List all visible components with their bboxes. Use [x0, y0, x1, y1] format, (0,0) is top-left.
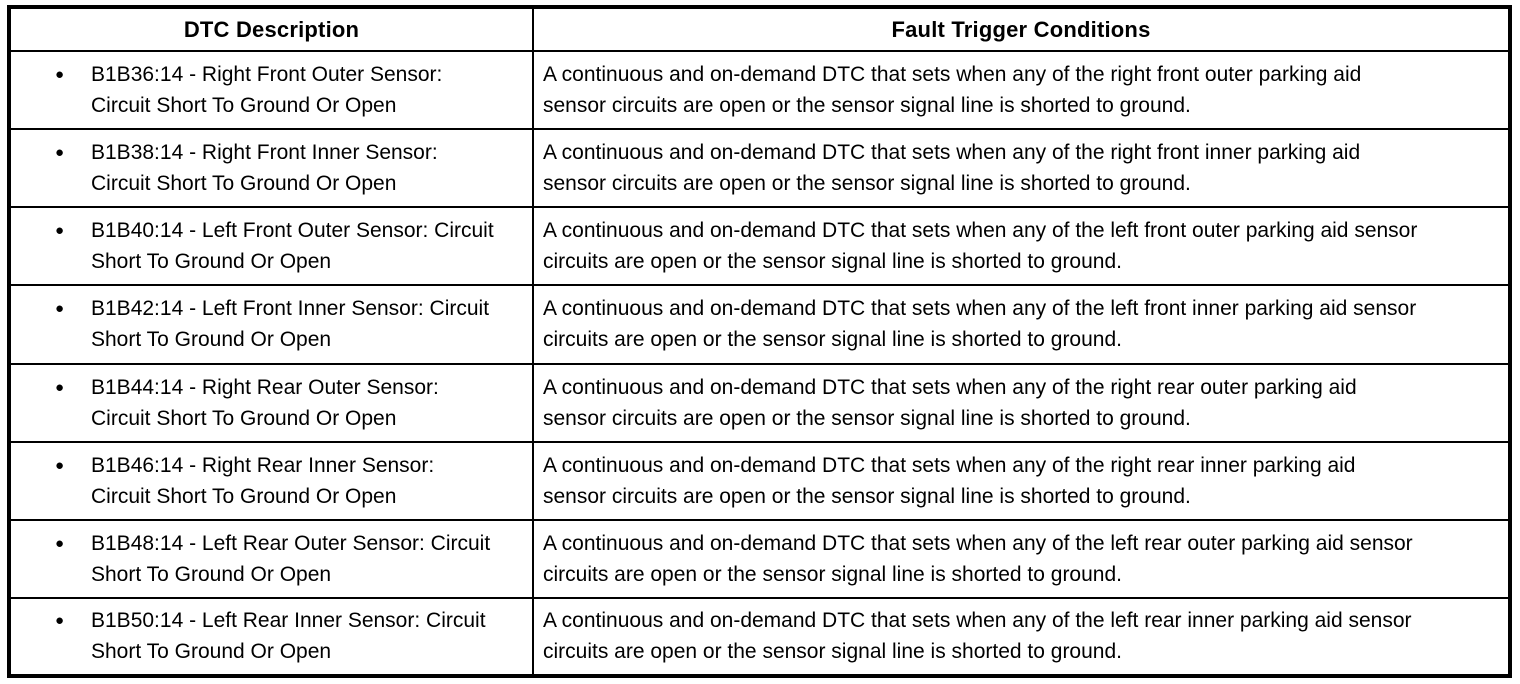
dtc-description-cell: ● B1B46:14 - Right Rear Inner Sensor: Ci… [8, 440, 534, 521]
dtc-description-cell: ● B1B48:14 - Left Rear Outer Sensor: Cir… [8, 518, 534, 599]
table-row: ● B1B40:14 - Left Front Outer Sensor: Ci… [8, 206, 1511, 287]
fault-condition-text: A continuous and on-demand DTC that sets… [543, 453, 1356, 508]
bullet-icon: ● [55, 300, 65, 318]
fault-condition-text: A continuous and on-demand DTC that sets… [543, 531, 1413, 586]
dtc-description-text: B1B42:14 - Left Front Inner Sensor: Circ… [91, 297, 490, 352]
bullet-icon: ● [55, 534, 65, 552]
fault-condition-text: A continuous and on-demand DTC that sets… [543, 609, 1412, 664]
table-row: ● B1B36:14 - Right Front Outer Sensor: C… [8, 49, 1511, 131]
bullet-icon: ● [55, 144, 65, 162]
fault-condition-text: A continuous and on-demand DTC that sets… [543, 297, 1417, 352]
dtc-description-text: B1B38:14 - Right Front Inner Sensor: Cir… [91, 141, 438, 196]
dtc-description-cell: ● B1B42:14 - Left Front Inner Sensor: Ci… [8, 284, 534, 365]
header-fault-trigger-conditions: Fault Trigger Conditions [532, 6, 1511, 52]
fault-condition-cell: A continuous and on-demand DTC that sets… [532, 518, 1511, 599]
fault-condition-cell: A continuous and on-demand DTC that sets… [532, 128, 1511, 209]
dtc-description-cell: ● B1B36:14 - Right Front Outer Sensor: C… [8, 49, 534, 131]
bullet-icon: ● [55, 456, 65, 474]
dtc-description-inner: ● B1B38:14 - Right Front Inner Sensor: C… [55, 137, 522, 199]
dtc-description-text: B1B46:14 - Right Rear Inner Sensor: Circ… [91, 453, 435, 508]
table-row: ● B1B48:14 - Left Rear Outer Sensor: Cir… [8, 518, 1511, 599]
dtc-description-cell: ● B1B38:14 - Right Front Inner Sensor: C… [8, 128, 534, 209]
dtc-table: DTC Description Fault Trigger Conditions… [7, 5, 1512, 678]
header-dtc-description: DTC Description [8, 6, 534, 52]
fault-condition-text: A continuous and on-demand DTC that sets… [543, 219, 1418, 274]
header-row: DTC Description Fault Trigger Conditions [8, 6, 1511, 52]
dtc-description-inner: ● B1B36:14 - Right Front Outer Sensor: C… [55, 59, 522, 121]
bullet-icon: ● [55, 66, 65, 84]
dtc-description-inner: ● B1B48:14 - Left Rear Outer Sensor: Cir… [55, 528, 522, 590]
dtc-description-inner: ● B1B42:14 - Left Front Inner Sensor: Ci… [55, 293, 522, 355]
dtc-description-inner: ● B1B50:14 - Left Rear Inner Sensor: Cir… [55, 605, 522, 667]
table-row: ● B1B44:14 - Right Rear Outer Sensor: Ci… [8, 362, 1511, 443]
fault-condition-text: A continuous and on-demand DTC that sets… [543, 63, 1362, 118]
dtc-description-text: B1B50:14 - Left Rear Inner Sensor: Circu… [91, 609, 486, 664]
dtc-description-cell: ● B1B50:14 - Left Rear Inner Sensor: Cir… [8, 596, 534, 678]
dtc-description-text: B1B44:14 - Right Rear Outer Sensor: Circ… [91, 375, 439, 430]
bullet-icon: ● [55, 222, 65, 240]
dtc-description-text: B1B36:14 - Right Front Outer Sensor: Cir… [91, 63, 443, 118]
table-row: ● B1B42:14 - Left Front Inner Sensor: Ci… [8, 284, 1511, 365]
fault-condition-cell: A continuous and on-demand DTC that sets… [532, 362, 1511, 443]
dtc-description-inner: ● B1B44:14 - Right Rear Outer Sensor: Ci… [55, 372, 522, 434]
dtc-table-header: DTC Description Fault Trigger Conditions [8, 6, 1511, 52]
dtc-description-cell: ● B1B40:14 - Left Front Outer Sensor: Ci… [8, 206, 534, 287]
fault-condition-cell: A continuous and on-demand DTC that sets… [532, 596, 1511, 678]
dtc-description-cell: ● B1B44:14 - Right Rear Outer Sensor: Ci… [8, 362, 534, 443]
fault-condition-cell: A continuous and on-demand DTC that sets… [532, 440, 1511, 521]
fault-condition-cell: A continuous and on-demand DTC that sets… [532, 284, 1511, 365]
dtc-description-inner: ● B1B46:14 - Right Rear Inner Sensor: Ci… [55, 450, 522, 512]
table-row: ● B1B50:14 - Left Rear Inner Sensor: Cir… [8, 596, 1511, 678]
dtc-description-text: B1B40:14 - Left Front Outer Sensor: Circ… [91, 219, 494, 274]
fault-condition-cell: A continuous and on-demand DTC that sets… [532, 49, 1511, 131]
table-row: ● B1B46:14 - Right Rear Inner Sensor: Ci… [8, 440, 1511, 521]
fault-condition-text: A continuous and on-demand DTC that sets… [543, 141, 1361, 196]
bullet-icon: ● [55, 378, 65, 396]
table-row: ● B1B38:14 - Right Front Inner Sensor: C… [8, 128, 1511, 209]
fault-condition-text: A continuous and on-demand DTC that sets… [543, 375, 1357, 430]
bullet-icon: ● [55, 612, 65, 630]
dtc-description-text: B1B48:14 - Left Rear Outer Sensor: Circu… [91, 531, 491, 586]
dtc-table-body: ● B1B36:14 - Right Front Outer Sensor: C… [8, 49, 1511, 678]
fault-condition-cell: A continuous and on-demand DTC that sets… [532, 206, 1511, 287]
dtc-description-inner: ● B1B40:14 - Left Front Outer Sensor: Ci… [55, 215, 522, 277]
